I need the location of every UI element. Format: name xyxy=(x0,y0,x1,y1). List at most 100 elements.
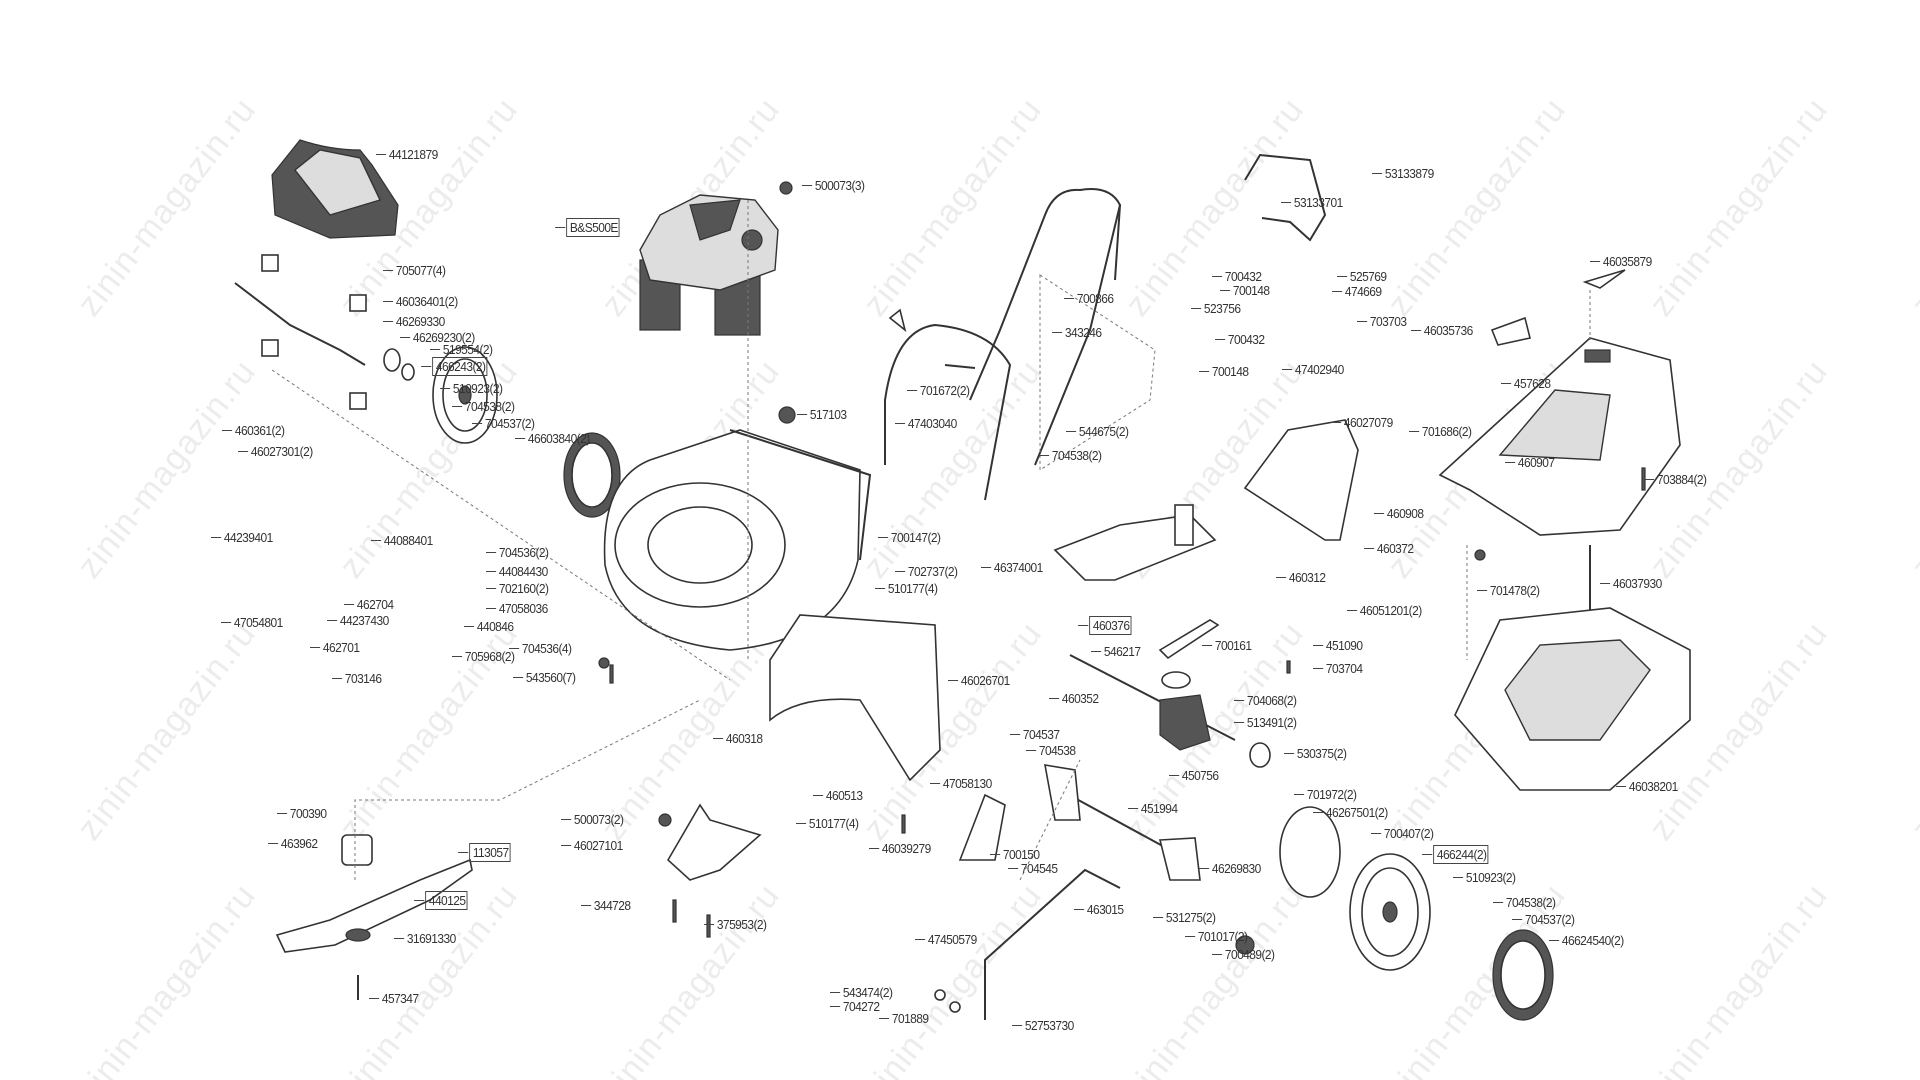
part-label[interactable]: 700432 xyxy=(1215,332,1265,347)
part-label-boxed[interactable]: 113057 xyxy=(458,843,511,862)
part-label[interactable]: 46374001 xyxy=(981,560,1043,575)
part-label[interactable]: 44088401 xyxy=(371,533,433,548)
part-label[interactable]: 510923(2) xyxy=(440,381,503,396)
part-label[interactable]: 463962 xyxy=(268,836,318,851)
part-label[interactable]: 53133879 xyxy=(1372,166,1434,181)
part-label[interactable]: 474669 xyxy=(1332,284,1382,299)
part-label[interactable]: 525769 xyxy=(1337,269,1387,284)
part-label[interactable]: 460908 xyxy=(1374,506,1424,521)
part-label[interactable]: 701889 xyxy=(879,1011,929,1026)
part-label[interactable]: 704537(2) xyxy=(1512,912,1575,927)
part-label[interactable]: 344728 xyxy=(581,898,631,913)
part-label[interactable]: 46269830 xyxy=(1199,861,1261,876)
part-label[interactable]: 703884(2) xyxy=(1644,472,1707,487)
part-label[interactable]: 46603840(2) xyxy=(515,431,590,446)
part-label[interactable]: 704536(2) xyxy=(486,545,549,560)
part-label[interactable]: 343246 xyxy=(1052,325,1102,340)
part-label[interactable]: 702160(2) xyxy=(486,581,549,596)
part-label[interactable]: 46038201 xyxy=(1616,779,1678,794)
part-label[interactable]: 460513 xyxy=(813,788,863,803)
part-label[interactable]: 47402940 xyxy=(1282,362,1344,377)
part-label[interactable]: 700407(2) xyxy=(1371,826,1434,841)
part-label[interactable]: 457347 xyxy=(369,991,419,1006)
part-label[interactable]: 46269330 xyxy=(383,314,445,329)
part-label-boxed[interactable]: 466244(2) xyxy=(1422,845,1489,864)
part-label[interactable]: 704272 xyxy=(830,999,880,1014)
part-label[interactable]: 700161 xyxy=(1202,638,1252,653)
part-label-boxed[interactable]: 440125 xyxy=(414,891,468,910)
part-label[interactable]: 440846 xyxy=(464,619,514,634)
part-label[interactable]: 46026701 xyxy=(948,673,1010,688)
part-label[interactable]: 53133701 xyxy=(1281,195,1343,210)
part-label[interactable]: 46036401(2) xyxy=(383,294,458,309)
part-label[interactable]: 546217 xyxy=(1091,644,1141,659)
part-label[interactable]: 704536(4) xyxy=(509,641,572,656)
part-label[interactable]: 460318 xyxy=(713,731,763,746)
part-label[interactable]: 460361(2) xyxy=(222,423,285,438)
part-label[interactable]: 46027301(2) xyxy=(238,444,313,459)
part-label[interactable]: 46051201(2) xyxy=(1347,603,1422,618)
part-label[interactable]: 460907 xyxy=(1505,455,1555,470)
part-label[interactable]: 701972(2) xyxy=(1294,787,1357,802)
part-label[interactable]: 500073(3) xyxy=(802,178,865,193)
part-label-boxed[interactable]: B&S500E xyxy=(555,218,620,237)
part-label[interactable]: 500073(2) xyxy=(561,812,624,827)
part-label[interactable]: 543474(2) xyxy=(830,985,893,1000)
part-label[interactable]: 510177(4) xyxy=(796,816,859,831)
part-label[interactable]: 705077(4) xyxy=(383,263,446,278)
part-label[interactable]: 47054801 xyxy=(221,615,283,630)
part-label[interactable]: 543560(7) xyxy=(513,670,576,685)
part-label[interactable]: 704068(2) xyxy=(1234,693,1297,708)
part-label[interactable]: 513491(2) xyxy=(1234,715,1297,730)
part-label[interactable]: 704537(2) xyxy=(472,416,535,431)
part-label[interactable]: 46039279 xyxy=(869,841,931,856)
part-label[interactable]: 46624540(2) xyxy=(1549,933,1624,948)
part-label[interactable]: 450756 xyxy=(1169,768,1219,783)
part-label[interactable]: 460312 xyxy=(1276,570,1326,585)
part-label[interactable]: 44239401 xyxy=(211,530,273,545)
part-label[interactable]: 701672(2) xyxy=(907,383,970,398)
part-label[interactable]: 523756 xyxy=(1191,301,1241,316)
part-label[interactable]: 462704 xyxy=(344,597,394,612)
part-label-boxed[interactable]: 460376 xyxy=(1078,616,1132,635)
part-label[interactable]: 703146 xyxy=(332,671,382,686)
part-label[interactable]: 46027101 xyxy=(561,838,623,853)
part-label[interactable]: 704537 xyxy=(1010,727,1060,742)
part-label[interactable]: 700148 xyxy=(1199,364,1249,379)
part-label[interactable]: 701686(2) xyxy=(1409,424,1472,439)
part-label[interactable]: 544675(2) xyxy=(1066,424,1129,439)
part-label[interactable]: 519554(2) xyxy=(430,342,493,357)
part-label[interactable]: 47058036 xyxy=(486,601,548,616)
part-label[interactable]: 702737(2) xyxy=(895,564,958,579)
part-label[interactable]: 31691330 xyxy=(394,931,456,946)
part-label[interactable]: 462701 xyxy=(310,640,360,655)
part-label[interactable]: 46035736 xyxy=(1411,323,1473,338)
part-label[interactable]: 457628 xyxy=(1501,376,1551,391)
part-label-boxed[interactable]: 466243(2) xyxy=(421,357,488,376)
part-label[interactable]: 460372 xyxy=(1364,541,1414,556)
part-label[interactable]: 47058130 xyxy=(930,776,992,791)
part-label[interactable]: 44121879 xyxy=(376,147,438,162)
part-label[interactable]: 701017(2) xyxy=(1185,929,1248,944)
part-label[interactable]: 705968(2) xyxy=(452,649,515,664)
part-label[interactable]: 460352 xyxy=(1049,691,1099,706)
part-label[interactable]: 700432 xyxy=(1212,269,1262,284)
part-label[interactable]: 451994 xyxy=(1128,801,1178,816)
part-label[interactable]: 704538(2) xyxy=(1493,895,1556,910)
part-label[interactable]: 46035879 xyxy=(1590,254,1652,269)
part-label[interactable]: 704538(2) xyxy=(1039,448,1102,463)
part-label[interactable]: 701478(2) xyxy=(1477,583,1540,598)
part-label[interactable]: 52753730 xyxy=(1012,1018,1074,1033)
part-label[interactable]: 704538 xyxy=(1026,743,1076,758)
part-label[interactable]: 530375(2) xyxy=(1284,746,1347,761)
part-label[interactable]: 44084430 xyxy=(486,564,548,579)
part-label[interactable]: 704545 xyxy=(1008,861,1058,876)
part-label[interactable]: 46037930 xyxy=(1600,576,1662,591)
part-label[interactable]: 700148 xyxy=(1220,283,1270,298)
part-label[interactable]: 375953(2) xyxy=(704,917,767,932)
part-label[interactable]: 703704 xyxy=(1313,661,1363,676)
part-label[interactable]: 703703 xyxy=(1357,314,1407,329)
part-label[interactable]: 531275(2) xyxy=(1153,910,1216,925)
part-label[interactable]: 704538(2) xyxy=(452,399,515,414)
part-label[interactable]: 700866 xyxy=(1064,291,1114,306)
